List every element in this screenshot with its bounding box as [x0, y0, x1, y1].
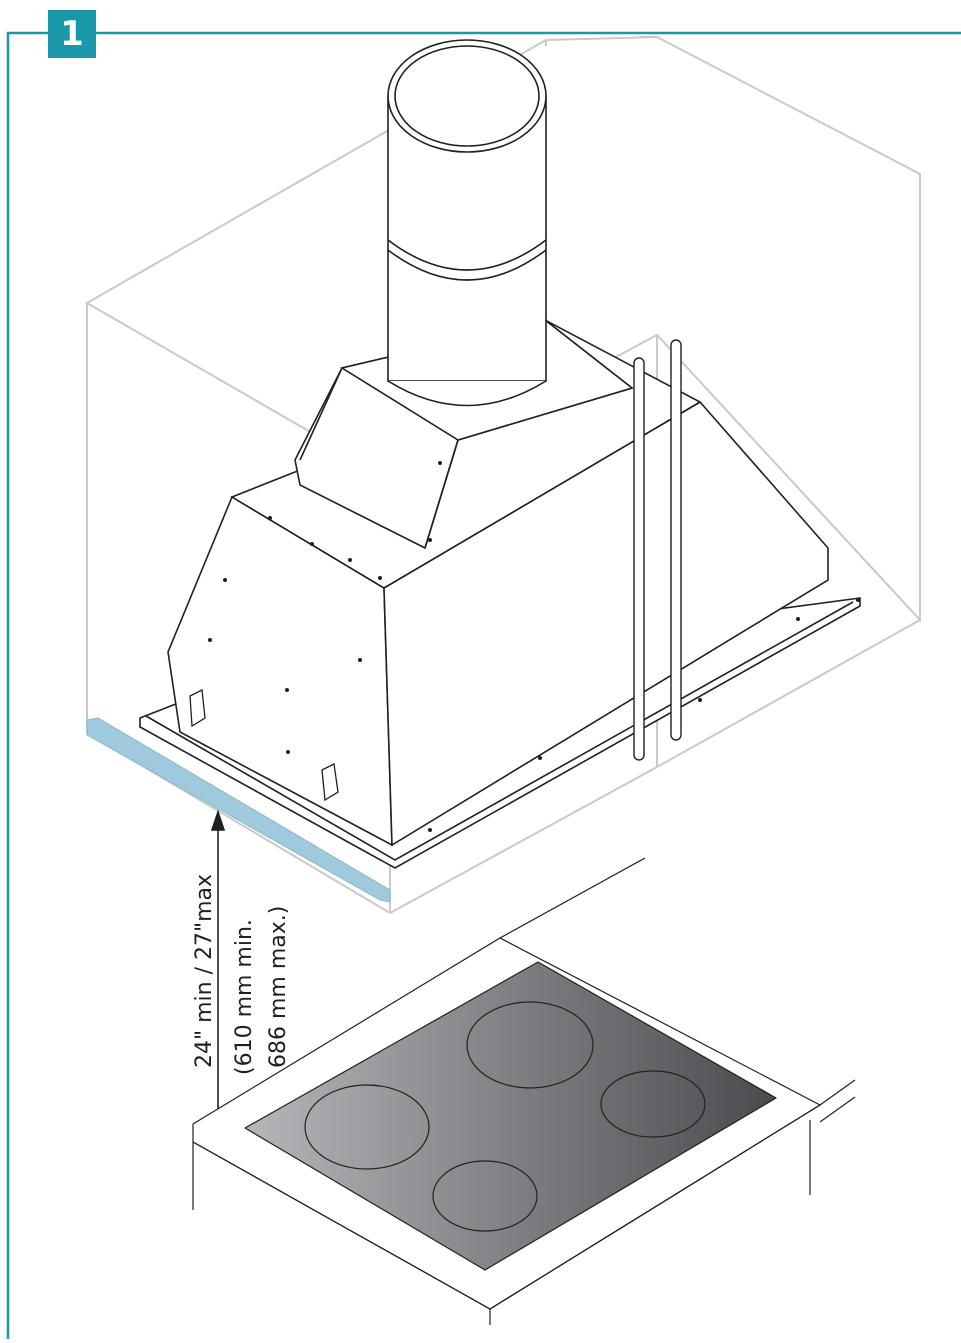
dimension-label-metric-max: 686 mm max.) [266, 905, 291, 1068]
burner-icon [304, 1084, 430, 1170]
step-number: 1 [60, 14, 84, 54]
dimension-label-metric-min: (610 mm min. [232, 919, 257, 1075]
mounting-brackets [189, 688, 339, 802]
duct [387, 39, 547, 407]
burners [304, 1001, 706, 1232]
cabinet-bottom-edge [86, 717, 391, 903]
burner-icon [432, 1160, 538, 1232]
range-hood [139, 319, 861, 869]
hood-screws [208, 461, 860, 832]
step-badge-bg [48, 10, 96, 58]
dimension-label-imperial: 24" min / 27"max [192, 873, 217, 1068]
burner-icon [600, 1070, 706, 1138]
cooktop [244, 961, 777, 1271]
frame-border [6, 31, 961, 1339]
burner-icon [466, 1001, 594, 1089]
mounting-rods [633, 339, 682, 761]
